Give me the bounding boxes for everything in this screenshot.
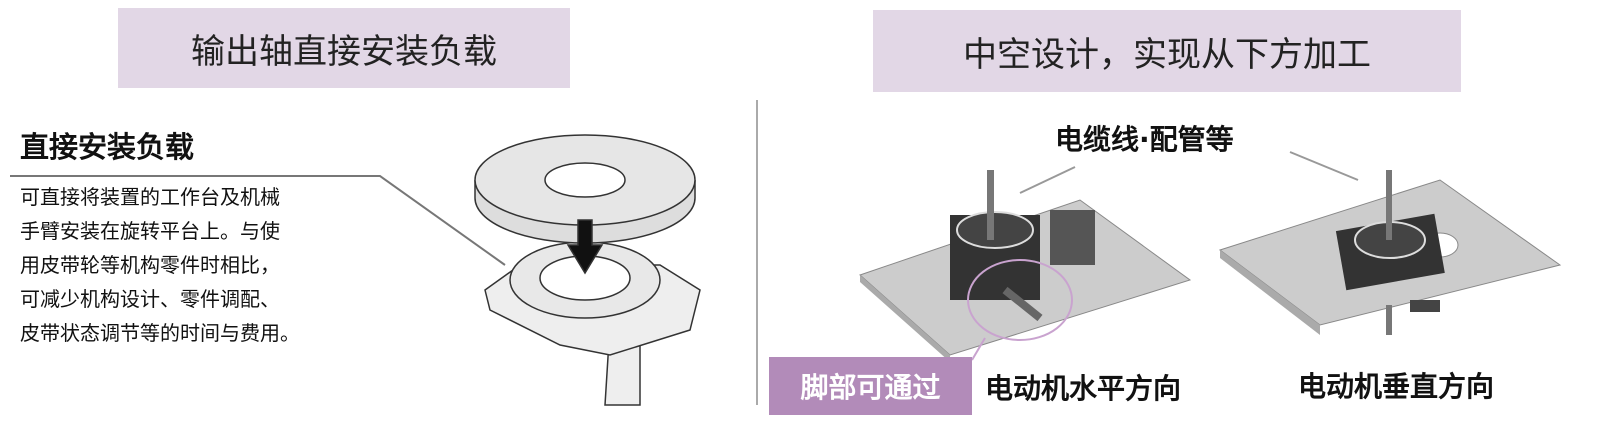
horizontal-label: 电动机水平方向 bbox=[985, 372, 1182, 405]
description: 可直接将装置的工作台及机械 手臂安装在旋转平台上。与使 用皮带轮等机构零件时相比… bbox=[20, 180, 400, 350]
right-title: 中空设计，实现从下方加工 bbox=[873, 10, 1461, 92]
rotary-table-illustration bbox=[474, 134, 701, 406]
subtitle: 直接安装负载 bbox=[20, 130, 195, 164]
feet-passthrough-badge: 脚部可通过 bbox=[769, 357, 972, 415]
leader-line bbox=[10, 175, 506, 266]
description-line: 可减少机构设计、零件调配、 bbox=[20, 287, 280, 311]
description-line: 用皮带轮等机构零件时相比， bbox=[20, 253, 280, 277]
description-line: 手臂安装在旋转平台上。与使 bbox=[20, 219, 280, 243]
horizontal-motor-illustration bbox=[859, 151, 1359, 362]
vertical-motor-illustration bbox=[1218, 170, 1562, 335]
left-title: 输出轴直接安装负载 bbox=[118, 8, 570, 88]
vertical-label: 电动机垂直方向 bbox=[1298, 370, 1495, 403]
description-line: 可直接将装置的工作台及机械 bbox=[20, 185, 280, 209]
cable-label: 电缆线·配管等 bbox=[1055, 123, 1234, 156]
description-line: 皮带状态调节等的时间与费用。 bbox=[20, 321, 300, 345]
